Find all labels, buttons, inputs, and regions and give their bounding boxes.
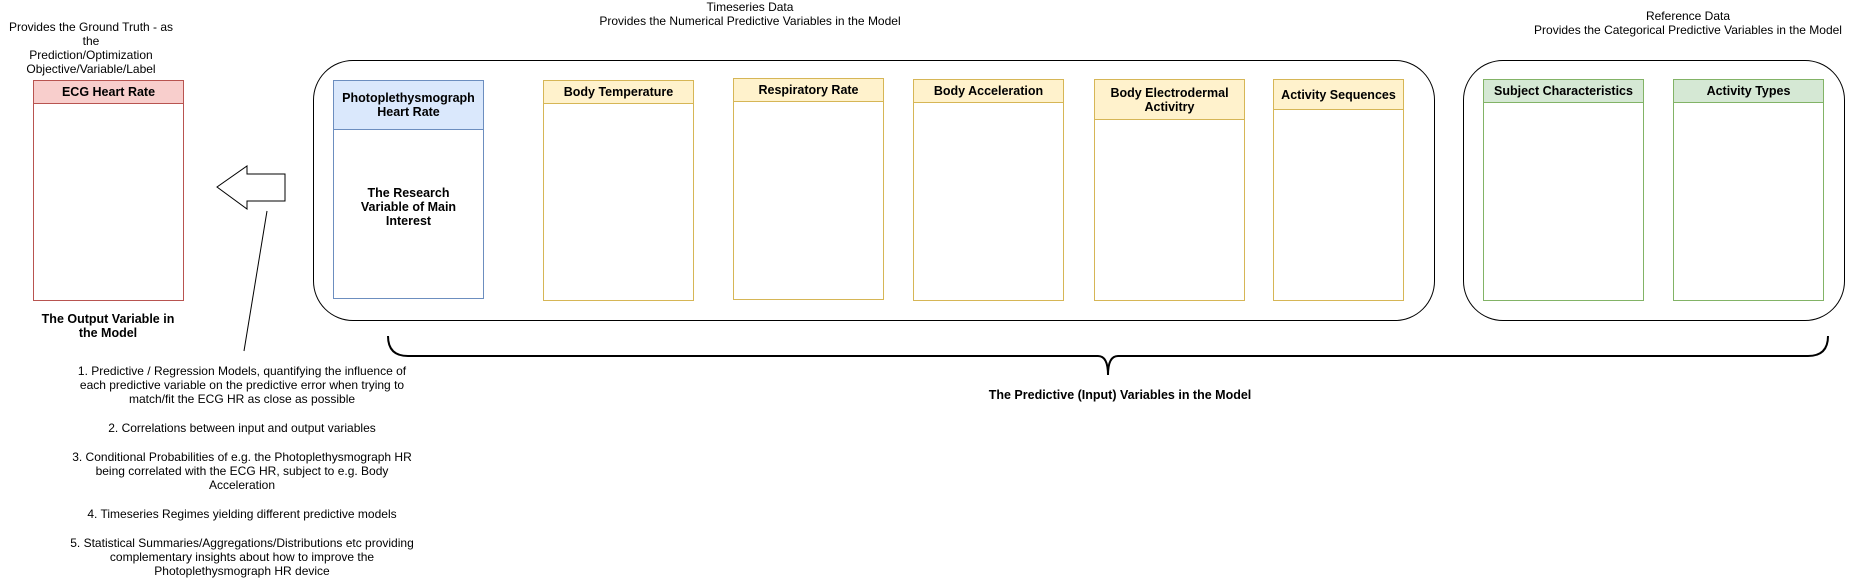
- body-temperature-card: Body Temperature: [543, 80, 694, 301]
- body-electrodermal-activity-card: Body Electrodermal Activitry: [1094, 79, 1245, 301]
- analysis-item-1: 1. Predictive / Regression Models, quant…: [77, 364, 407, 406]
- photoplethysmograph-heart-rate-title: Photoplethysmograph Heart Rate: [334, 81, 483, 130]
- analysis-item-3: 3. Conditional Probabilities of e.g. the…: [72, 450, 412, 492]
- photoplethysmograph-heart-rate-card: Photoplethysmograph Heart Rate The Resea…: [333, 80, 484, 299]
- body-acceleration-card: Body Acceleration: [913, 79, 1064, 301]
- timeseries-group: [313, 60, 1435, 321]
- ecg-heart-rate-title: ECG Heart Rate: [34, 81, 183, 104]
- activity-sequences-title: Activity Sequences: [1274, 80, 1403, 110]
- body-electrodermal-activity-title: Body Electrodermal Activitry: [1095, 80, 1244, 120]
- timeseries-data-header: Timeseries Data Provides the Numerical P…: [599, 0, 901, 28]
- activity-types-title: Activity Types: [1674, 80, 1823, 103]
- reference-group: [1463, 60, 1845, 321]
- output-variable-caption: The Output Variable in the Model: [41, 312, 175, 340]
- respiratory-rate-card: Respiratory Rate: [733, 78, 884, 300]
- subject-characteristics-title: Subject Characteristics: [1484, 80, 1643, 103]
- analysis-item-4: 4. Timeseries Regimes yielding different…: [87, 507, 397, 521]
- predictive-variables-brace: [387, 335, 1829, 376]
- analysis-item-5: 5. Statistical Summaries/Aggregations/Di…: [70, 536, 414, 578]
- research-variable-note: The Research Variable of Main Interest: [360, 186, 457, 228]
- body-temperature-title: Body Temperature: [544, 81, 693, 104]
- ground-truth-description: Provides the Ground Truth - as the Predi…: [8, 20, 174, 76]
- left-arrow-icon: [216, 165, 286, 210]
- subject-characteristics-card: Subject Characteristics: [1483, 79, 1644, 301]
- ecg-heart-rate-card: ECG Heart Rate: [33, 80, 184, 301]
- body-acceleration-title: Body Acceleration: [914, 80, 1063, 103]
- activity-types-card: Activity Types: [1673, 79, 1824, 301]
- reference-data-header: Reference Data Provides the Categorical …: [1534, 9, 1842, 37]
- respiratory-rate-title: Respiratory Rate: [734, 79, 883, 102]
- analysis-connector-line: [243, 210, 268, 352]
- analysis-item-2: 2. Correlations between input and output…: [108, 421, 376, 435]
- activity-sequences-card: Activity Sequences: [1273, 79, 1404, 301]
- predictive-variables-caption: The Predictive (Input) Variables in the …: [988, 388, 1252, 402]
